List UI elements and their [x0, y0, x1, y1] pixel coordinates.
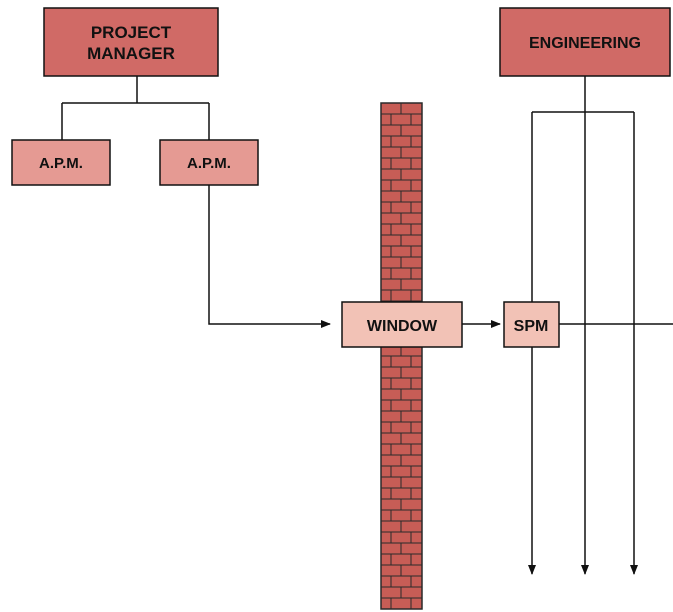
apm-left-box: A.P.M.	[11, 139, 111, 186]
engineering-label: ENGINEERING	[529, 35, 641, 52]
spm-box: SPM	[503, 301, 560, 348]
window-box: WINDOW	[341, 301, 463, 348]
project-manager-line1: PROJECT	[91, 23, 172, 42]
apm-left-label: A.P.M.	[39, 155, 83, 172]
project-manager-box: PROJECT MANAGER	[43, 7, 219, 77]
apm-to-window-arrow	[208, 185, 331, 328]
project-manager-line2: MANAGER	[87, 44, 175, 63]
engineering-box: ENGINEERING	[499, 7, 671, 77]
apm-right-label: A.P.M.	[187, 155, 231, 172]
pm-connectors	[61, 76, 501, 328]
brick-wall	[380, 102, 423, 610]
spm-label: SPM	[514, 318, 549, 335]
window-label: WINDOW	[367, 318, 438, 335]
apm-right-box: A.P.M.	[159, 139, 259, 186]
